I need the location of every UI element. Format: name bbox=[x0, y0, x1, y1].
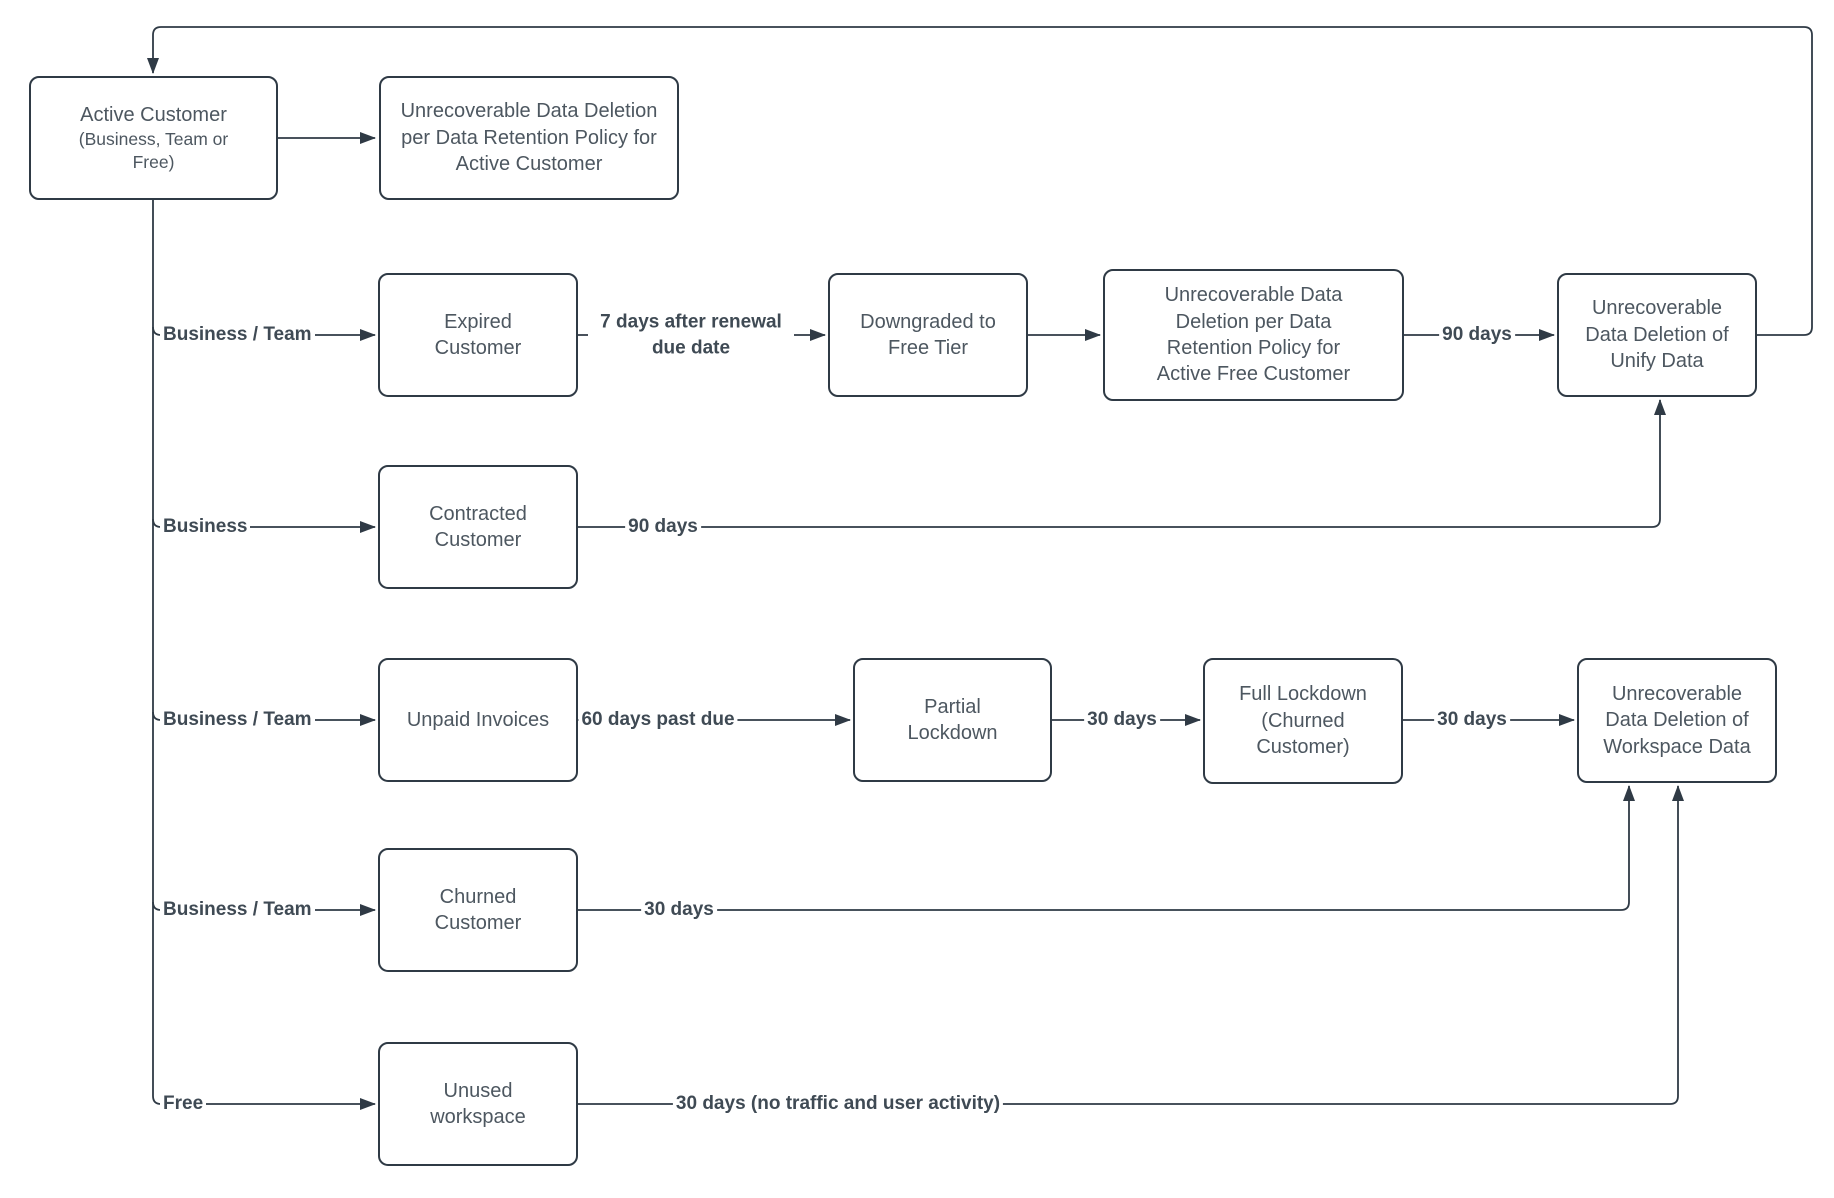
edge-label-business-team-churned: Business / Team bbox=[160, 897, 315, 923]
node-deletion-active-free-customer-label: Unrecoverable Data Deletion per Data Ret… bbox=[1156, 284, 1351, 386]
node-deletion-active-customer: Unrecoverable Data Deletion per Data Ret… bbox=[379, 76, 679, 200]
edge-label-free: Free bbox=[160, 1091, 207, 1117]
edge-label-90-days-free: 90 days bbox=[1439, 322, 1515, 348]
node-downgraded-free-tier-label: Downgraded to Free Tier bbox=[860, 310, 996, 359]
node-contracted-customer-label: Contracted Customer bbox=[429, 502, 527, 551]
node-deletion-active-free-customer: Unrecoverable Data Deletion per Data Ret… bbox=[1103, 269, 1404, 401]
node-active-customer-title: Active Customer bbox=[80, 104, 227, 127]
node-deletion-workspace-data-label: Unrecoverable Data Deletion of Workspace… bbox=[1603, 682, 1751, 758]
node-expired-customer-label: Expired Customer bbox=[434, 310, 522, 359]
node-unpaid-invoices-label: Unpaid Invoices bbox=[406, 708, 550, 731]
node-deletion-workspace-data: Unrecoverable Data Deletion of Workspace… bbox=[1577, 658, 1777, 783]
edge-label-30-days-full: 30 days bbox=[1434, 707, 1510, 733]
node-churned-customer-label: Churned Customer bbox=[434, 885, 522, 934]
edge-label-30-days-no-traffic: 30 days (no traffic and user activity) bbox=[672, 1091, 1004, 1117]
node-deletion-unify-data-label: Unrecoverable Data Deletion of Unify Dat… bbox=[1585, 297, 1729, 373]
edge-label-60-days-past-due: 60 days past due bbox=[578, 707, 738, 733]
node-active-customer: Active Customer (Business, Team or Free) bbox=[29, 76, 278, 200]
node-partial-lockdown: Partial Lockdown bbox=[853, 658, 1052, 782]
node-churned-customer: Churned Customer bbox=[378, 848, 578, 972]
edge-label-business-team-unpaid: Business / Team bbox=[160, 707, 315, 733]
node-unused-workspace-label: Unused workspace bbox=[430, 1079, 526, 1128]
edge-label-business-team-expired: Business / Team bbox=[160, 322, 315, 348]
edge-label-30-days-partial: 30 days bbox=[1084, 707, 1160, 733]
node-full-lockdown: Full Lockdown (Churned Customer) bbox=[1203, 658, 1403, 784]
edge-label-business: Business bbox=[160, 514, 251, 540]
node-partial-lockdown-label: Partial Lockdown bbox=[907, 695, 998, 744]
node-downgraded-free-tier: Downgraded to Free Tier bbox=[828, 273, 1028, 397]
edge-label-90-days-contracted: 90 days bbox=[625, 514, 701, 540]
node-expired-customer: Expired Customer bbox=[378, 273, 578, 397]
node-deletion-active-customer-label: Unrecoverable Data Deletion per Data Ret… bbox=[400, 100, 658, 176]
node-active-customer-subtitle: (Business, Team or Free) bbox=[78, 129, 229, 173]
edge-label-7-days-after-renewal: 7 days after renewal due date bbox=[588, 309, 794, 361]
edge-churned-to-workspace bbox=[578, 785, 1635, 911]
node-unused-workspace: Unused workspace bbox=[378, 1042, 578, 1166]
node-deletion-unify-data: Unrecoverable Data Deletion of Unify Dat… bbox=[1557, 273, 1757, 397]
edge-label-30-days-churned: 30 days bbox=[641, 897, 717, 923]
node-unpaid-invoices: Unpaid Invoices bbox=[378, 658, 578, 782]
edge-unused-to-workspace bbox=[578, 785, 1684, 1105]
node-full-lockdown-label: Full Lockdown (Churned Customer) bbox=[1239, 683, 1367, 759]
node-contracted-customer: Contracted Customer bbox=[378, 465, 578, 589]
edge-unify-to-active-loop bbox=[147, 26, 1813, 336]
edge-contracted-to-unify bbox=[578, 399, 1666, 528]
